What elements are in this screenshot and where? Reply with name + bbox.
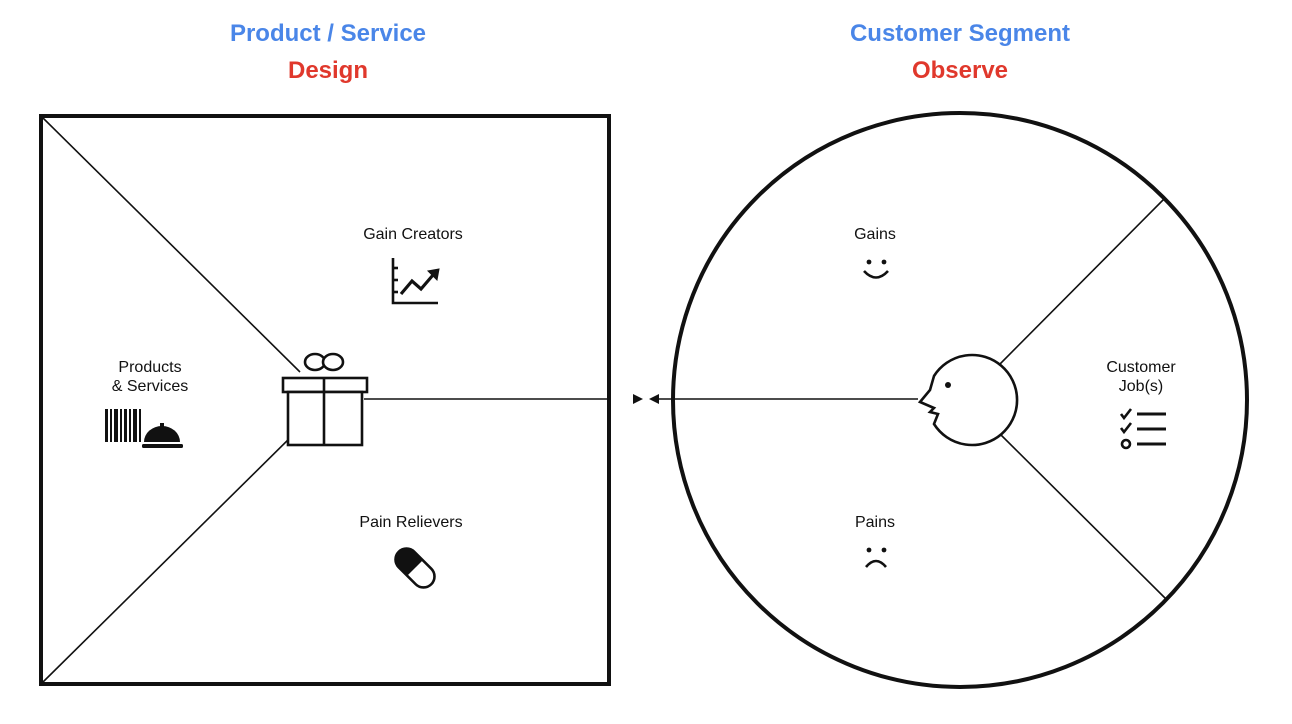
barcode-icon (105, 409, 141, 442)
customer-jobs-label-line2: Job(s) (1118, 378, 1164, 395)
customer-side-title: Customer Segment (849, 20, 1071, 47)
customer-profile (656, 111, 1249, 689)
product-side-subtitle: Design (287, 57, 368, 84)
frown-icon (865, 547, 887, 568)
pain-relievers-label: Pain Relievers (359, 514, 463, 531)
value-map (39, 114, 611, 686)
gain-creators-label: Gain Creators (363, 226, 463, 243)
customer-profile-divider-top (999, 197, 1166, 365)
value-map-square (39, 114, 611, 686)
service-bell-icon (142, 423, 183, 448)
value-map-divider-bottom (42, 427, 301, 683)
customer-profile-divider-bottom (999, 433, 1168, 601)
value-map-divider-top (42, 117, 301, 373)
customer-jobs-label-line1: Customer (1106, 359, 1176, 376)
smile-icon (863, 259, 889, 279)
checklist-icon (1119, 408, 1166, 450)
products-services-label-line1: Products (118, 359, 182, 376)
pill-icon (394, 547, 436, 589)
product-side-title: Product / Service (229, 20, 427, 47)
arrow-left-icon (649, 394, 659, 404)
pains-label: Pains (854, 514, 896, 531)
arrow-right-icon (633, 394, 643, 404)
gains-label: Gains (854, 226, 896, 243)
customer-profile-circle (671, 111, 1249, 689)
gift-icon (281, 352, 369, 447)
products-services-label-line2: & Services (111, 378, 189, 395)
customer-jobs-label: Customer Job(s) (1081, 358, 1201, 396)
products-services-label: Products & Services (80, 358, 220, 396)
customer-side-subtitle: Observe (911, 57, 1009, 84)
customer-face-icon (917, 353, 1019, 447)
growth-chart-icon (391, 258, 440, 305)
